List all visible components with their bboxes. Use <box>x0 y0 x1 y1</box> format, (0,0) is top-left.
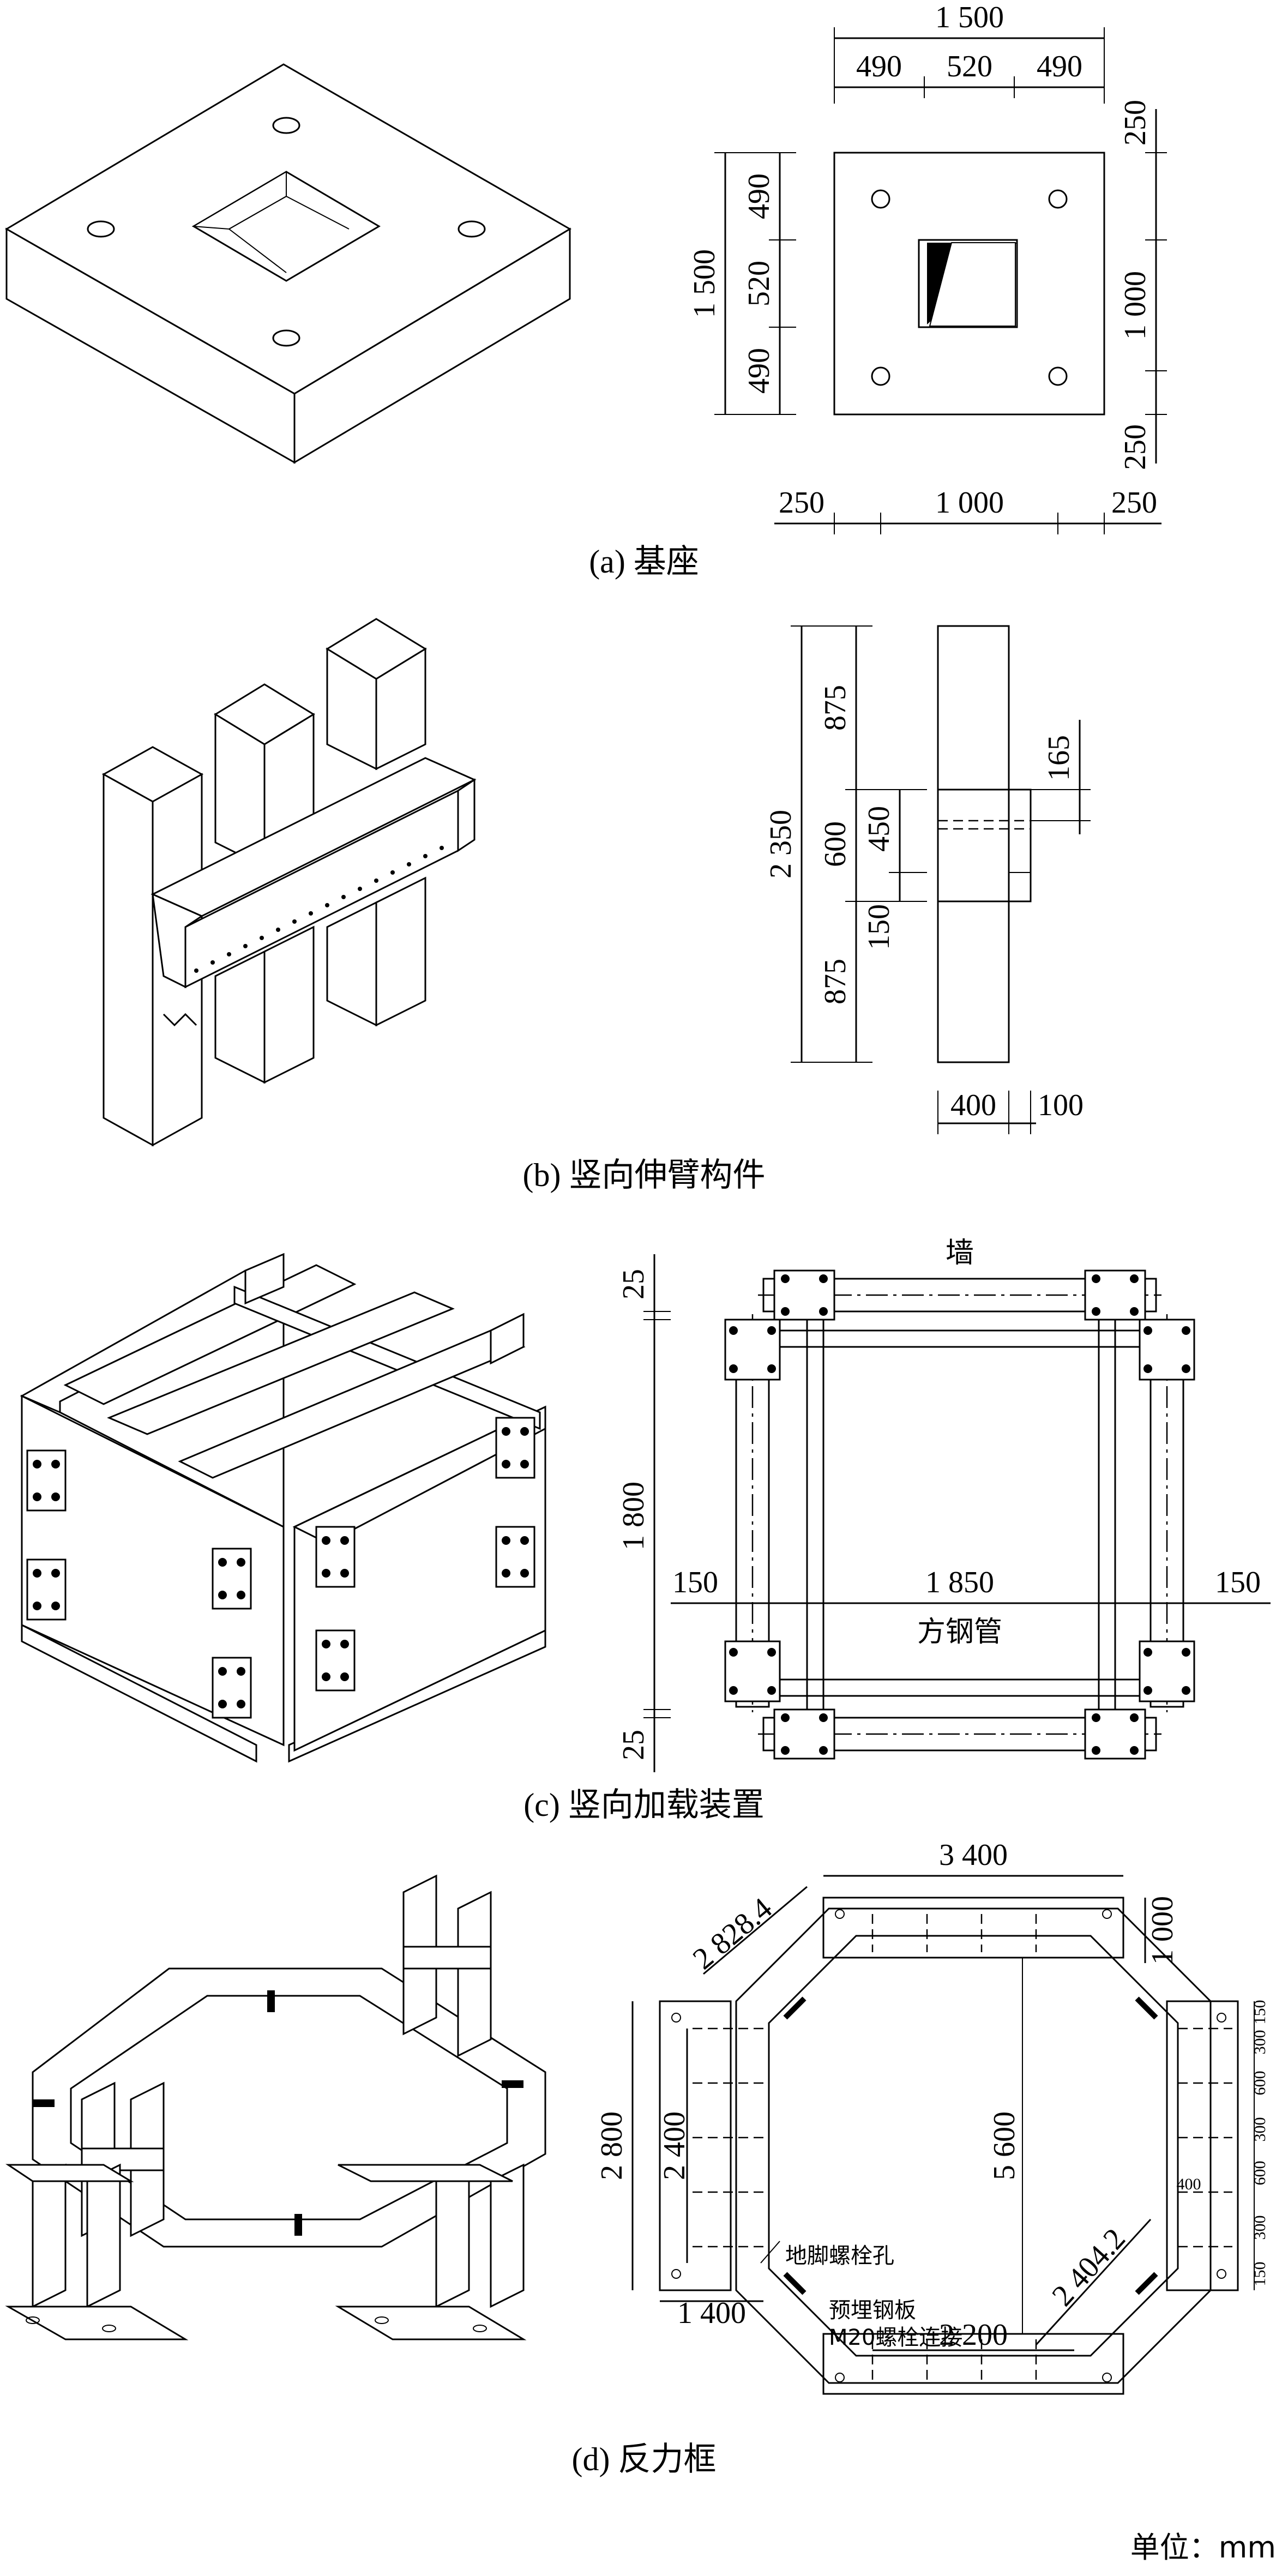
caption-c: (c) 竖向加载装置 <box>523 1787 765 1823</box>
dim-d-top-right: 1 000 <box>1146 1896 1179 1965</box>
dim-d-right-2: 300 <box>1251 2030 1269 2055</box>
panel-a-plan: 1 500 490 520 490 1 500 490 520 490 250 … <box>688 1 1167 534</box>
dim-d-bottom-left: 1 400 <box>677 2296 746 2330</box>
dim-d-right-3: 600 <box>1251 2071 1269 2096</box>
panel-b-elevation: 2 350 875 600 875 450 150 165 400 100 <box>764 625 1091 1134</box>
label-embedded-plate: 预埋钢板 <box>829 2298 916 2323</box>
dim-b-total: 2 350 <box>764 810 798 878</box>
dim-d-right-5: 600 <box>1251 2161 1269 2186</box>
dim-a-right-1: 250 <box>1118 100 1152 146</box>
unit-label: 单位：mm <box>1130 2530 1276 2565</box>
dim-a-left-2: 520 <box>742 261 776 306</box>
caption-b: (b) 竖向伸臂构件 <box>523 1157 766 1193</box>
dim-b-inner-1: 450 <box>862 806 896 852</box>
dim-c-v-1: 25 <box>617 1269 651 1299</box>
dim-c-h-2: 1 850 <box>925 1566 994 1599</box>
bolt-plate-icon <box>26 1417 535 1719</box>
caption-a: (a) 基座 <box>589 544 699 580</box>
dim-b-bottom-1: 400 <box>950 1088 996 1122</box>
dim-d-right-7: 150 <box>1251 2262 1269 2286</box>
dim-a-bottom-1: 250 <box>779 486 824 520</box>
dim-a-bottom-2: 1 000 <box>935 486 1004 520</box>
dim-d-diag-upper: 2 828.4 <box>687 1891 779 1976</box>
dim-b-part-3: 875 <box>818 959 852 1004</box>
dim-d-right-6: 300 <box>1251 2216 1269 2240</box>
dim-a-top-1: 490 <box>856 50 902 83</box>
dim-a-left-3: 490 <box>742 348 776 394</box>
panel-c-iso-loading-device <box>20 1253 546 1763</box>
dim-b-part-2: 600 <box>818 821 852 867</box>
bolt-plate-icon <box>724 1269 1195 1760</box>
dim-d-right-1: 150 <box>1251 2000 1269 2025</box>
label-anchor-hole: 地脚螺栓孔 <box>785 2243 894 2268</box>
panel-d-plan: 3 400 1 000 2 828.4 2 800 2 400 5 600 1 … <box>595 1838 1269 2395</box>
dim-a-top-3: 490 <box>1037 50 1082 83</box>
label-square-tube: 方钢管 <box>917 1616 1002 1648</box>
caption-d: (d) 反力框 <box>572 2441 717 2477</box>
dim-d-center: 5 600 <box>988 2111 1021 2180</box>
dim-d-right-small: 400 <box>1177 2175 1201 2193</box>
dim-d-left-outer: 2 800 <box>595 2111 629 2180</box>
bolt-hole-icon <box>272 117 300 134</box>
dim-a-top-total: 1 500 <box>935 1 1004 34</box>
dim-c-h-1: 150 <box>672 1566 718 1599</box>
dim-a-bottom-3: 250 <box>1111 486 1157 520</box>
dim-d-bottom: 2 200 <box>939 2318 1008 2352</box>
panel-a-iso-base <box>5 63 571 464</box>
dim-a-top-2: 520 <box>947 50 992 83</box>
dim-a-right-2: 1 000 <box>1118 271 1152 340</box>
dim-d-top: 3 400 <box>939 1838 1008 1872</box>
label-bolt-connection: M20螺栓连接 <box>829 2325 962 2350</box>
dim-d-left-inner: 2 400 <box>658 2111 691 2180</box>
dim-a-right-3: 250 <box>1118 424 1152 470</box>
dim-c-v-2: 1 800 <box>617 1482 651 1550</box>
dim-d-right-4: 300 <box>1251 2117 1269 2142</box>
dim-a-left-1: 490 <box>742 173 776 219</box>
dim-c-v-3: 25 <box>617 1730 651 1760</box>
beam-bolt-holes <box>194 846 444 973</box>
dim-a-left-total: 1 500 <box>688 249 721 318</box>
dim-b-bottom-2: 100 <box>1038 1088 1084 1122</box>
dim-b-side: 165 <box>1042 735 1076 781</box>
panel-d-iso-reaction-frame <box>5 1874 546 2340</box>
panel-b-iso-member <box>101 618 477 1147</box>
label-wall: 墙 <box>946 1237 974 1269</box>
panel-c-plan: 墙 方钢管 25 1 800 25 150 1 850 150 <box>617 1237 1271 1772</box>
dim-b-part-1: 875 <box>818 685 852 731</box>
dim-d-diag-lower: 2 404.2 <box>1045 2222 1131 2313</box>
dim-c-h-3: 150 <box>1215 1566 1261 1599</box>
dim-b-inner-2: 150 <box>862 904 896 950</box>
